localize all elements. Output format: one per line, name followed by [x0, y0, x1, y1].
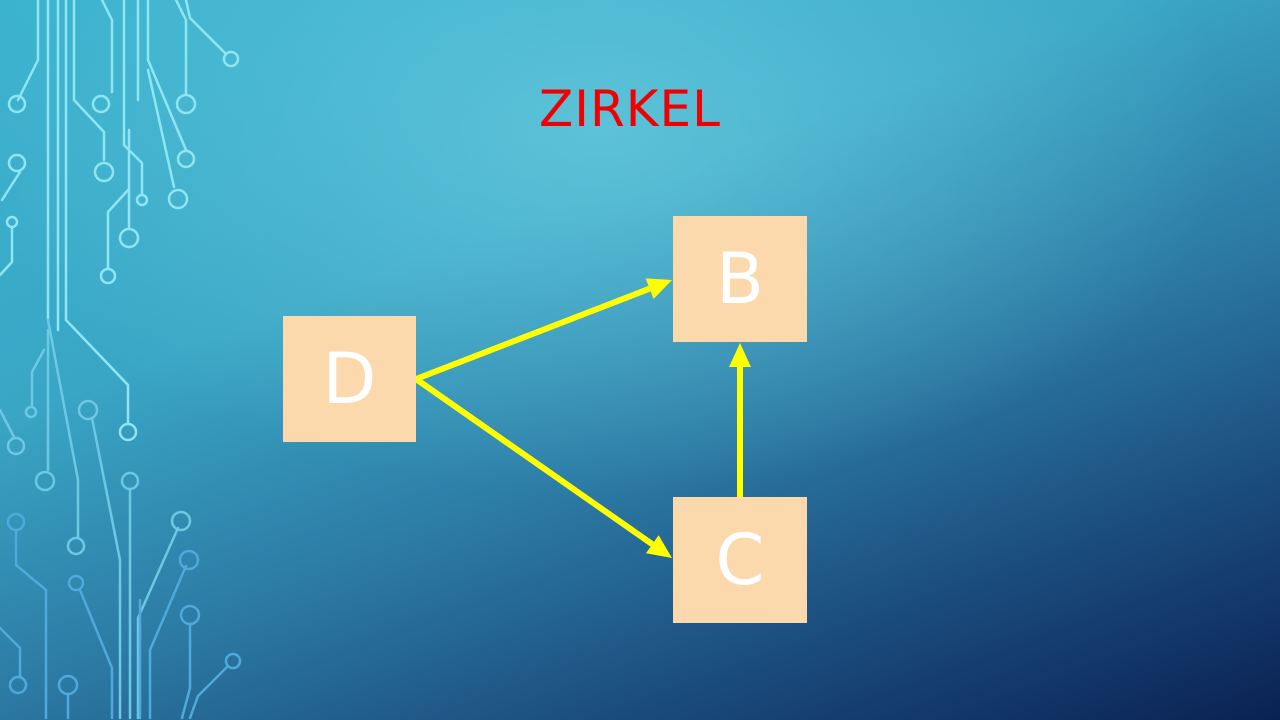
slide-title: ZIRKEL	[539, 80, 721, 138]
node-c: C	[673, 497, 807, 623]
edge-d-to-c	[414, 376, 655, 547]
node-b: B	[673, 216, 807, 342]
node-d: D	[283, 316, 416, 442]
circuit-decoration	[0, 0, 242, 720]
arrowhead-c-to-b	[729, 343, 751, 367]
arrowhead-d-to-c	[646, 535, 672, 558]
edge-d-to-b	[414, 285, 651, 382]
arrowhead-d-to-b	[645, 278, 672, 299]
